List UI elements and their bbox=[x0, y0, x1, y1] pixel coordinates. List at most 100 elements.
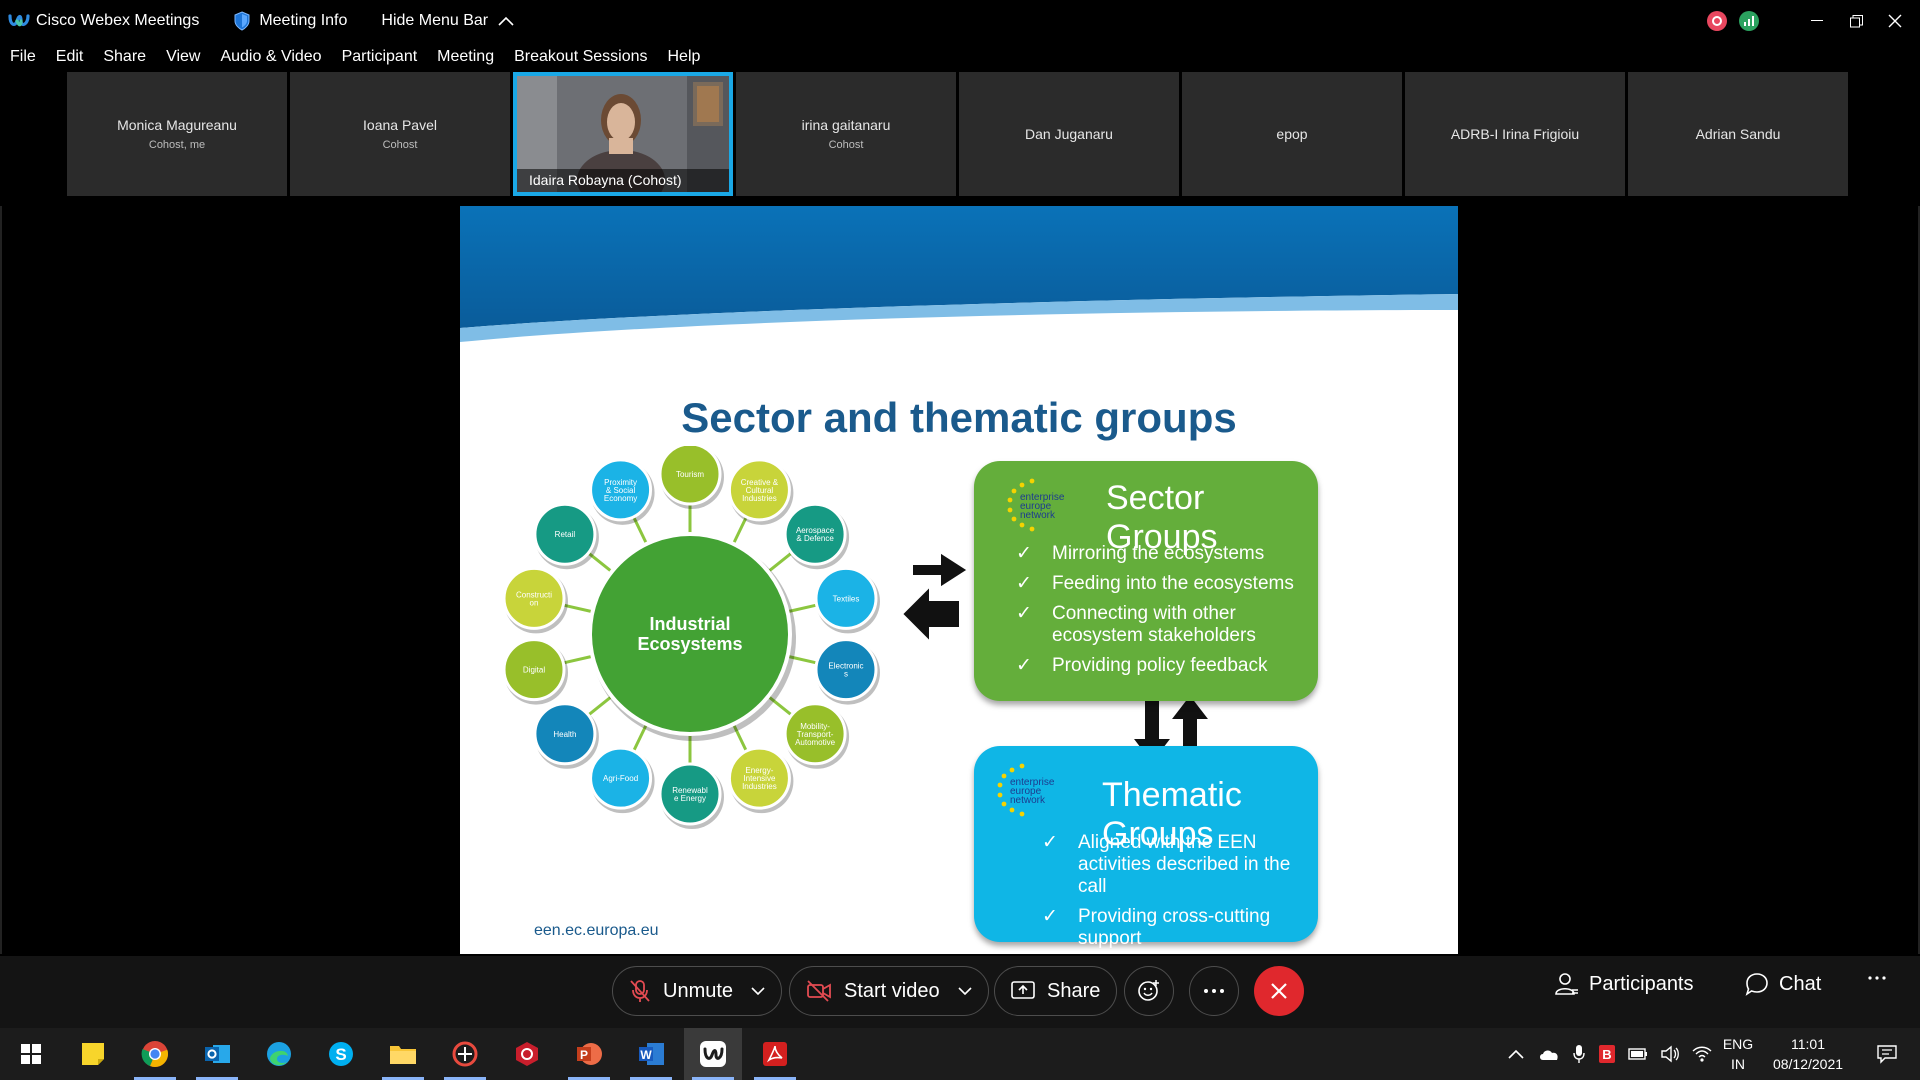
participants-label: Participants bbox=[1589, 972, 1694, 995]
input-language-indicator[interactable]: ENG IN bbox=[1710, 1034, 1766, 1074]
taskbar-acrobat[interactable] bbox=[746, 1028, 804, 1080]
taskbar-powerpoint[interactable]: P bbox=[560, 1028, 618, 1080]
volume-icon[interactable] bbox=[1660, 1045, 1680, 1063]
taskbar-clock[interactable]: 11:01 08/12/2021 bbox=[1766, 1034, 1850, 1074]
start-button[interactable] bbox=[2, 1028, 60, 1080]
meeting-controls-bar: Unmute Start video Share Participants bbox=[0, 956, 1920, 1028]
bitdefender-icon[interactable]: B bbox=[1598, 1044, 1616, 1064]
svg-text:europe: europe bbox=[1010, 786, 1042, 797]
taskbar-edge[interactable] bbox=[250, 1028, 308, 1080]
arrow-left-icon bbox=[900, 583, 961, 645]
ecosystem-label: Retail bbox=[555, 530, 576, 539]
participant-name: ADRB-I Irina Frigioiu bbox=[1450, 126, 1580, 142]
menu-help[interactable]: Help bbox=[667, 48, 701, 65]
chevron-up-icon[interactable] bbox=[1508, 1049, 1524, 1059]
menu-breakout-sessions[interactable]: Breakout Sessions bbox=[514, 48, 648, 65]
taskbar-file-explorer[interactable] bbox=[374, 1028, 432, 1080]
menu-view[interactable]: View bbox=[166, 48, 201, 65]
meeting-info-button[interactable]: Meeting Info bbox=[233, 11, 347, 31]
close-window-button[interactable] bbox=[1876, 0, 1914, 42]
svg-text:network: network bbox=[1020, 510, 1056, 521]
start-video-button[interactable]: Start video bbox=[789, 966, 989, 1016]
restore-button[interactable] bbox=[1837, 0, 1875, 42]
menu-share[interactable]: Share bbox=[103, 48, 147, 65]
participant-tile[interactable]: Monica Magureanu Cohost, me bbox=[67, 72, 287, 196]
windows-logo-icon bbox=[21, 1044, 41, 1064]
chat-bubble-icon bbox=[1745, 972, 1769, 996]
smiley-icon bbox=[1138, 980, 1159, 1001]
ecosystem-label: Aerospace bbox=[796, 526, 835, 535]
svg-text:europe: europe bbox=[1020, 501, 1052, 512]
taskbar-outlook[interactable] bbox=[188, 1028, 246, 1080]
taskbar-app-sync[interactable] bbox=[436, 1028, 494, 1080]
participants-panel-button[interactable]: Participants bbox=[1555, 972, 1694, 996]
participant-tile-active-speaker[interactable]: Idaira Robayna (Cohost) bbox=[513, 72, 733, 196]
wifi-icon[interactable] bbox=[1692, 1045, 1712, 1063]
list-item: ✓Connecting with other ecosystem stakeho… bbox=[1016, 603, 1256, 646]
taskbar-word[interactable]: W bbox=[622, 1028, 680, 1080]
minimize-button[interactable] bbox=[1798, 0, 1836, 42]
recording-status-icon[interactable] bbox=[1707, 11, 1727, 31]
skype-icon: S bbox=[329, 1042, 353, 1066]
more-options-button[interactable] bbox=[1189, 966, 1239, 1016]
ecosystem-label: Electronic bbox=[828, 662, 863, 671]
taskbar-webex[interactable] bbox=[684, 1028, 742, 1080]
onedrive-cloud-icon[interactable] bbox=[1538, 1047, 1560, 1061]
minimize-icon bbox=[1811, 20, 1823, 21]
menu-meeting[interactable]: Meeting bbox=[437, 48, 495, 65]
taskbar-skype[interactable]: S bbox=[312, 1028, 370, 1080]
edge-icon bbox=[267, 1042, 291, 1066]
thematic-groups-box: enterprise europe network Thematic Group… bbox=[974, 746, 1318, 949]
reactions-button[interactable] bbox=[1124, 966, 1174, 1016]
share-button[interactable]: Share bbox=[994, 966, 1118, 1016]
een-logo-text: enterprise bbox=[1020, 492, 1065, 503]
ecosystem-label: on bbox=[530, 598, 539, 607]
svg-text:P: P bbox=[580, 1048, 588, 1062]
participant-tile[interactable]: ADRB-I Irina Frigioiu bbox=[1405, 72, 1625, 196]
participant-tile[interactable]: Adrian Sandu bbox=[1628, 72, 1848, 196]
participant-tile[interactable]: Dan Juganaru bbox=[959, 72, 1179, 196]
ecosystem-bubble: Agri-Food bbox=[589, 746, 655, 814]
menu-edit[interactable]: Edit bbox=[55, 48, 84, 65]
participant-tile[interactable]: epop bbox=[1182, 72, 1402, 196]
chevron-up-icon bbox=[498, 16, 514, 26]
unmute-button[interactable]: Unmute bbox=[612, 966, 783, 1016]
menu-participant[interactable]: Participant bbox=[341, 48, 418, 65]
taskbar-app-security[interactable] bbox=[498, 1028, 556, 1080]
ecosystem-bubble: Mobility-Transport-Automotive bbox=[783, 702, 850, 769]
word-icon: W bbox=[639, 1043, 664, 1065]
participant-tile[interactable]: irina gaitanaru Cohost bbox=[736, 72, 956, 196]
slide-title: Sector and thematic groups bbox=[681, 394, 1237, 441]
language-code: ENG bbox=[1722, 1036, 1754, 1052]
taskbar-sticky-notes[interactable] bbox=[64, 1028, 122, 1080]
start-video-label: Start video bbox=[844, 979, 940, 1002]
sync-app-icon bbox=[452, 1041, 478, 1067]
menu-file[interactable]: File bbox=[10, 48, 36, 65]
panel-options-button[interactable] bbox=[1868, 976, 1886, 980]
chat-panel-button[interactable]: Chat bbox=[1745, 972, 1821, 996]
svg-text:B: B bbox=[1602, 1047, 1611, 1062]
menu-audio-video[interactable]: Audio & Video bbox=[220, 48, 322, 65]
content-stage bbox=[0, 206, 1920, 954]
microphone-icon[interactable] bbox=[1572, 1044, 1586, 1064]
ecosystem-label: Automotive bbox=[795, 738, 836, 747]
notification-center-button[interactable] bbox=[1858, 1028, 1916, 1080]
chrome-icon bbox=[141, 1041, 168, 1067]
ecosystem-label: Constructi bbox=[516, 590, 552, 599]
acrobat-icon bbox=[763, 1042, 787, 1066]
leave-meeting-button[interactable] bbox=[1254, 966, 1304, 1016]
chevron-down-icon[interactable] bbox=[958, 987, 972, 995]
een-logo-icon: enterprise europe network bbox=[1007, 478, 1065, 532]
chevron-down-icon[interactable] bbox=[751, 987, 765, 995]
list-item: ✓Mirroring the ecosystems bbox=[1016, 543, 1265, 564]
ecosystem-bubble: Aerospace& Defence bbox=[783, 502, 850, 570]
taskbar-chrome[interactable] bbox=[126, 1028, 184, 1080]
ecosystem-label: Tourism bbox=[676, 470, 704, 479]
hide-menu-bar-button[interactable]: Hide Menu Bar bbox=[381, 12, 514, 30]
participant-tile[interactable]: Ioana Pavel Cohost bbox=[290, 72, 510, 196]
network-health-icon[interactable] bbox=[1739, 11, 1759, 31]
industrial-ecosystems-diagram: Proximity& SocialEconomyTourismCreative … bbox=[502, 446, 880, 829]
battery-icon[interactable] bbox=[1628, 1047, 1648, 1061]
